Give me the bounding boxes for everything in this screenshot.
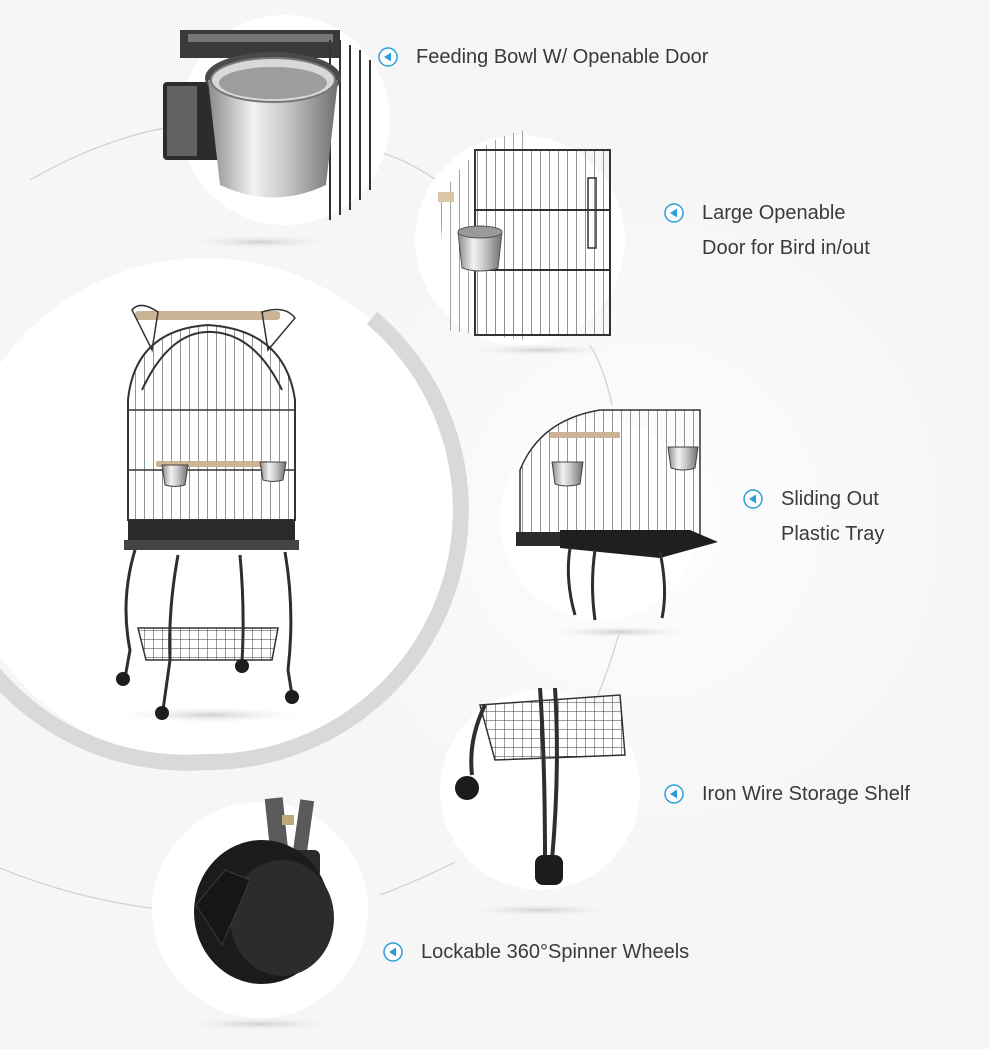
feature-spinner-wheels: Lockable 360°Spinner Wheels [383, 935, 689, 970]
feature-label: Door for Bird in/out [702, 237, 870, 259]
feature-label: Plastic Tray [781, 523, 885, 545]
main-cage-image [115, 304, 305, 723]
feature-label: Feeding Bowl W/ Openable Door [416, 46, 709, 68]
arrow-left-circle-icon [383, 942, 403, 962]
arrow-left-circle-icon [378, 47, 398, 67]
feature-openable-door: Large Openable Door for Bird in/out [664, 196, 870, 266]
feature-feeding-bowl: Feeding Bowl W/ Openable Door [378, 40, 708, 75]
sliding-tray-image [500, 409, 718, 638]
spinner-wheel-image [152, 797, 368, 1031]
arrow-left-circle-icon [664, 784, 684, 804]
feature-label: Iron Wire Storage Shelf [702, 783, 910, 805]
feature-storage-shelf: Iron Wire Storage Shelf [664, 777, 910, 812]
feature-label: Large Openable [702, 202, 846, 224]
feeding-bowl-image [163, 15, 390, 249]
feature-label: Lockable 360°Spinner Wheels [421, 941, 690, 963]
openable-door-image [415, 130, 625, 356]
feature-sliding-tray: Sliding Out Plastic Tray [743, 482, 884, 552]
storage-shelf-image [440, 687, 640, 916]
arrow-left-circle-icon [664, 203, 684, 223]
arrow-left-circle-icon [743, 489, 763, 509]
feature-label: Sliding Out [781, 488, 879, 510]
